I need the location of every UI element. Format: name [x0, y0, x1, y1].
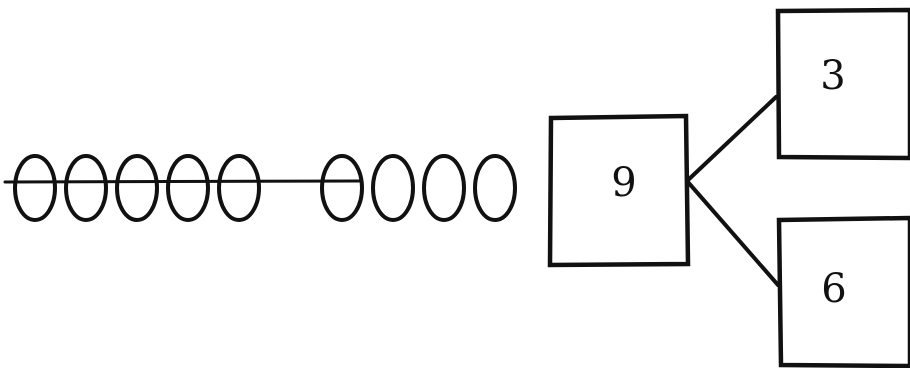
bead-crossed [217, 154, 261, 222]
bead-crossed [64, 154, 108, 222]
bead [371, 154, 415, 222]
top-value: 3 [820, 53, 845, 99]
bead-crossed [166, 154, 210, 222]
bead [473, 154, 517, 222]
bead-crossed [320, 154, 364, 222]
connector-top [685, 95, 778, 183]
bead-strip [3, 154, 517, 222]
top-box: 3 [775, 7, 910, 161]
bottom-box: 6 [776, 215, 910, 368]
bottom-value: 6 [821, 266, 846, 312]
root-box: 9 [547, 113, 691, 268]
strike-line [3, 179, 362, 184]
root-value: 9 [611, 160, 636, 206]
bead-crossed [13, 154, 57, 222]
bead-crossed [115, 154, 159, 222]
connector-bottom [685, 179, 780, 287]
bead [422, 154, 466, 222]
